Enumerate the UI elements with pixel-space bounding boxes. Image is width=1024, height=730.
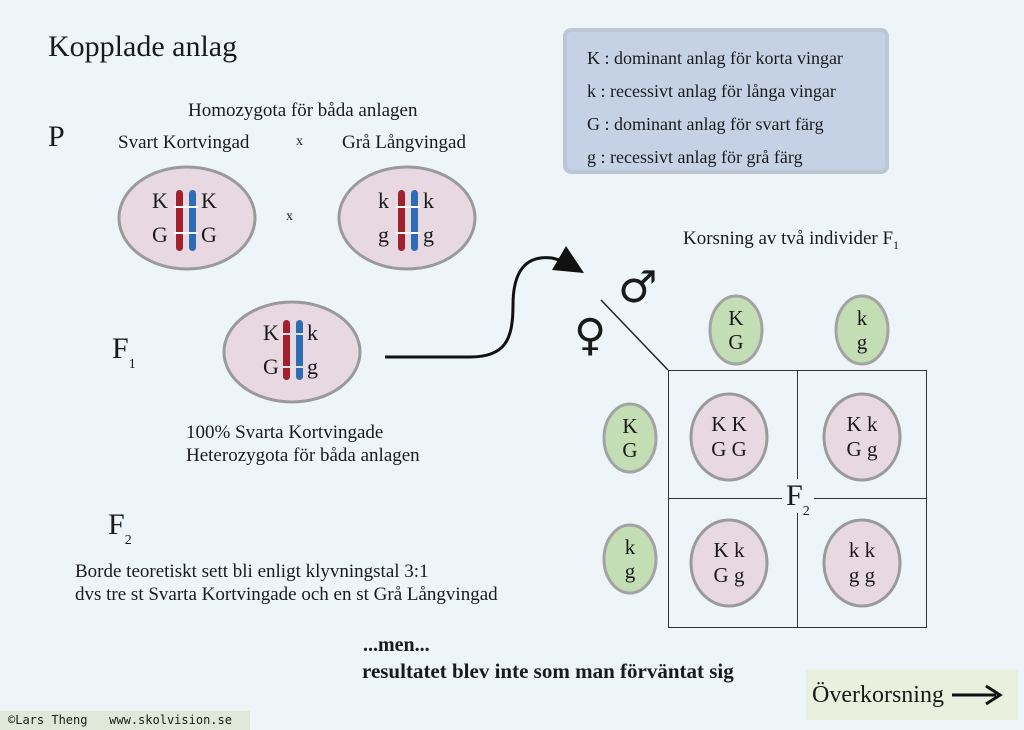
allele-label: k xyxy=(378,188,389,213)
parent-right-name: Grå Långvingad xyxy=(342,132,466,153)
parent-left-name: Svart Kortvingad xyxy=(118,132,250,153)
f1-label: F1 xyxy=(112,332,136,372)
allele-label: G xyxy=(201,222,217,247)
next-page-button[interactable]: Överkorsning xyxy=(806,670,1018,720)
punnett-center-label: F2 xyxy=(782,479,814,519)
allele-label: k xyxy=(423,188,434,213)
offspring-cell xyxy=(689,518,769,608)
female-gamete xyxy=(602,402,658,474)
page-title: Kopplade anlag xyxy=(48,30,238,63)
punnett-heading: Korsning av två individer F1 xyxy=(683,228,900,252)
next-page-label: Överkorsning xyxy=(812,681,944,708)
cross-symbol: x xyxy=(296,134,303,149)
cross-symbol: x xyxy=(286,209,293,224)
f2-label: F2 xyxy=(108,508,132,548)
parent-right-cell xyxy=(337,165,477,271)
allele-label: k xyxy=(307,320,318,345)
cross-arrow xyxy=(385,256,568,359)
female-symbol-icon: ♀ xyxy=(574,310,607,361)
legend-item: K : dominant anlag för korta vingar xyxy=(587,48,843,68)
f1-result-text: Heterozygota för båda anlagen xyxy=(186,445,420,466)
legend-item: G : dominant anlag för svart färg xyxy=(587,114,824,134)
chromosome-pair xyxy=(281,320,305,380)
allele-label: g xyxy=(378,222,389,247)
f1-cell xyxy=(222,300,362,404)
allele-label: K xyxy=(152,188,168,213)
male-symbol-icon: ♂ xyxy=(618,262,658,313)
parents-heading: Homozygota för båda anlagen xyxy=(188,100,418,121)
copyright-footer: ©Lars Theng www.skolvision.se xyxy=(0,711,250,730)
offspring-cell xyxy=(822,518,902,608)
conclusion-text: resultatet blev inte som man förväntat s… xyxy=(362,659,734,683)
offspring-cell xyxy=(689,392,769,482)
chromosome-pair xyxy=(174,190,198,251)
offspring-cell xyxy=(822,392,902,482)
female-gamete xyxy=(602,523,658,595)
allele-legend: K : dominant anlag för korta vingar k : … xyxy=(563,28,889,174)
allele-label: g xyxy=(423,222,434,247)
parent-left-cell xyxy=(117,165,257,271)
arrow-right-icon xyxy=(951,684,1003,706)
conclusion-text: ...men... xyxy=(363,634,430,656)
male-gamete xyxy=(708,294,764,366)
allele-label: G xyxy=(152,222,168,247)
allele-label: g xyxy=(307,354,318,379)
allele-label: K xyxy=(201,188,217,213)
allele-label: K xyxy=(263,320,279,345)
arrow-head-icon xyxy=(552,246,584,273)
f2-expectation-text: Borde teoretiskt sett bli enligt klyvnin… xyxy=(75,561,429,582)
chromosome-pair xyxy=(396,190,420,251)
f2-expectation-text: dvs tre st Svarta Kortvingade och en st … xyxy=(75,584,498,605)
legend-item: k : recessivt anlag för långa vingar xyxy=(587,81,836,101)
punnett-diagonal xyxy=(600,299,669,371)
male-gamete xyxy=(834,294,890,366)
f1-result-text: 100% Svarta Kortvingade xyxy=(186,422,384,443)
allele-label: G xyxy=(263,354,279,379)
p-label: P xyxy=(48,120,65,153)
legend-item: g : recessivt anlag för grå färg xyxy=(587,147,803,167)
